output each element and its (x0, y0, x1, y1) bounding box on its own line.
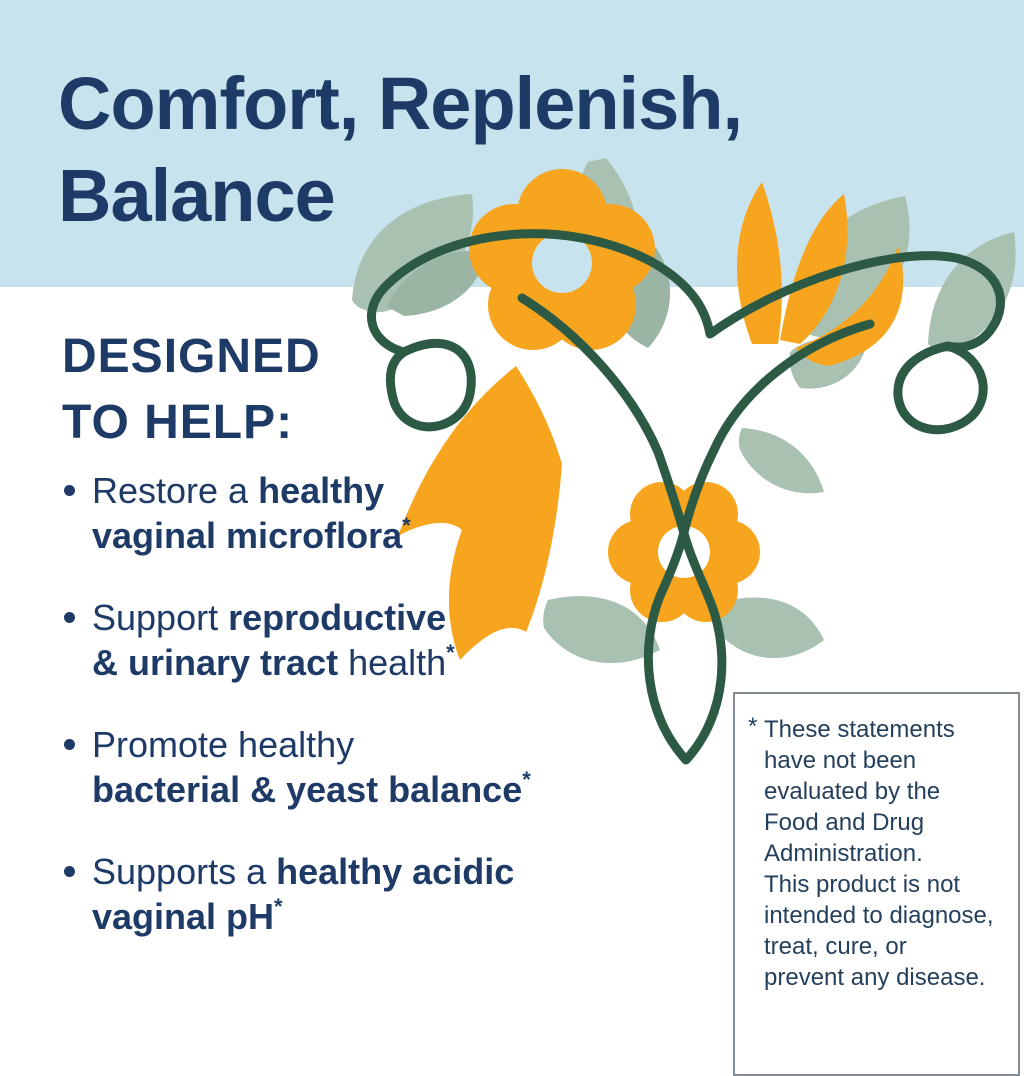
title-line-2: Balance (58, 154, 336, 237)
fda-disclaimer-box: * These statements have not been evaluat… (733, 692, 1020, 1076)
section-heading: DESIGNED TO HELP: (62, 324, 321, 456)
page-title: Comfort, Replenish, Balance (58, 58, 743, 242)
leaf-icon (738, 428, 824, 494)
asterisk: * (402, 513, 411, 538)
bullet-dot (64, 739, 75, 750)
bullet-dot (64, 612, 75, 623)
heading-line-1: DESIGNED (62, 330, 321, 383)
asterisk-marker: * (748, 713, 758, 740)
heading-line-2: TO HELP: (62, 396, 294, 449)
leaf-icon (717, 597, 824, 659)
bullet-item: Support reproductive& urinary tract heal… (62, 595, 607, 685)
asterisk: * (274, 894, 283, 919)
title-line-1: Comfort, Replenish, (58, 62, 743, 145)
right-ovary-loop (893, 341, 988, 435)
bullet-dot (64, 485, 75, 496)
asterisk: * (446, 640, 455, 665)
bullet-text: Support reproductive& urinary tract heal… (92, 597, 455, 683)
left-ovary-loop (385, 338, 476, 432)
leaf-icon (789, 338, 866, 389)
disclaimer-text: These statements have not been evaluated… (764, 716, 994, 991)
flower-bottom-icon (608, 482, 760, 622)
asterisk: * (522, 767, 531, 792)
bullet-dot (64, 866, 75, 877)
